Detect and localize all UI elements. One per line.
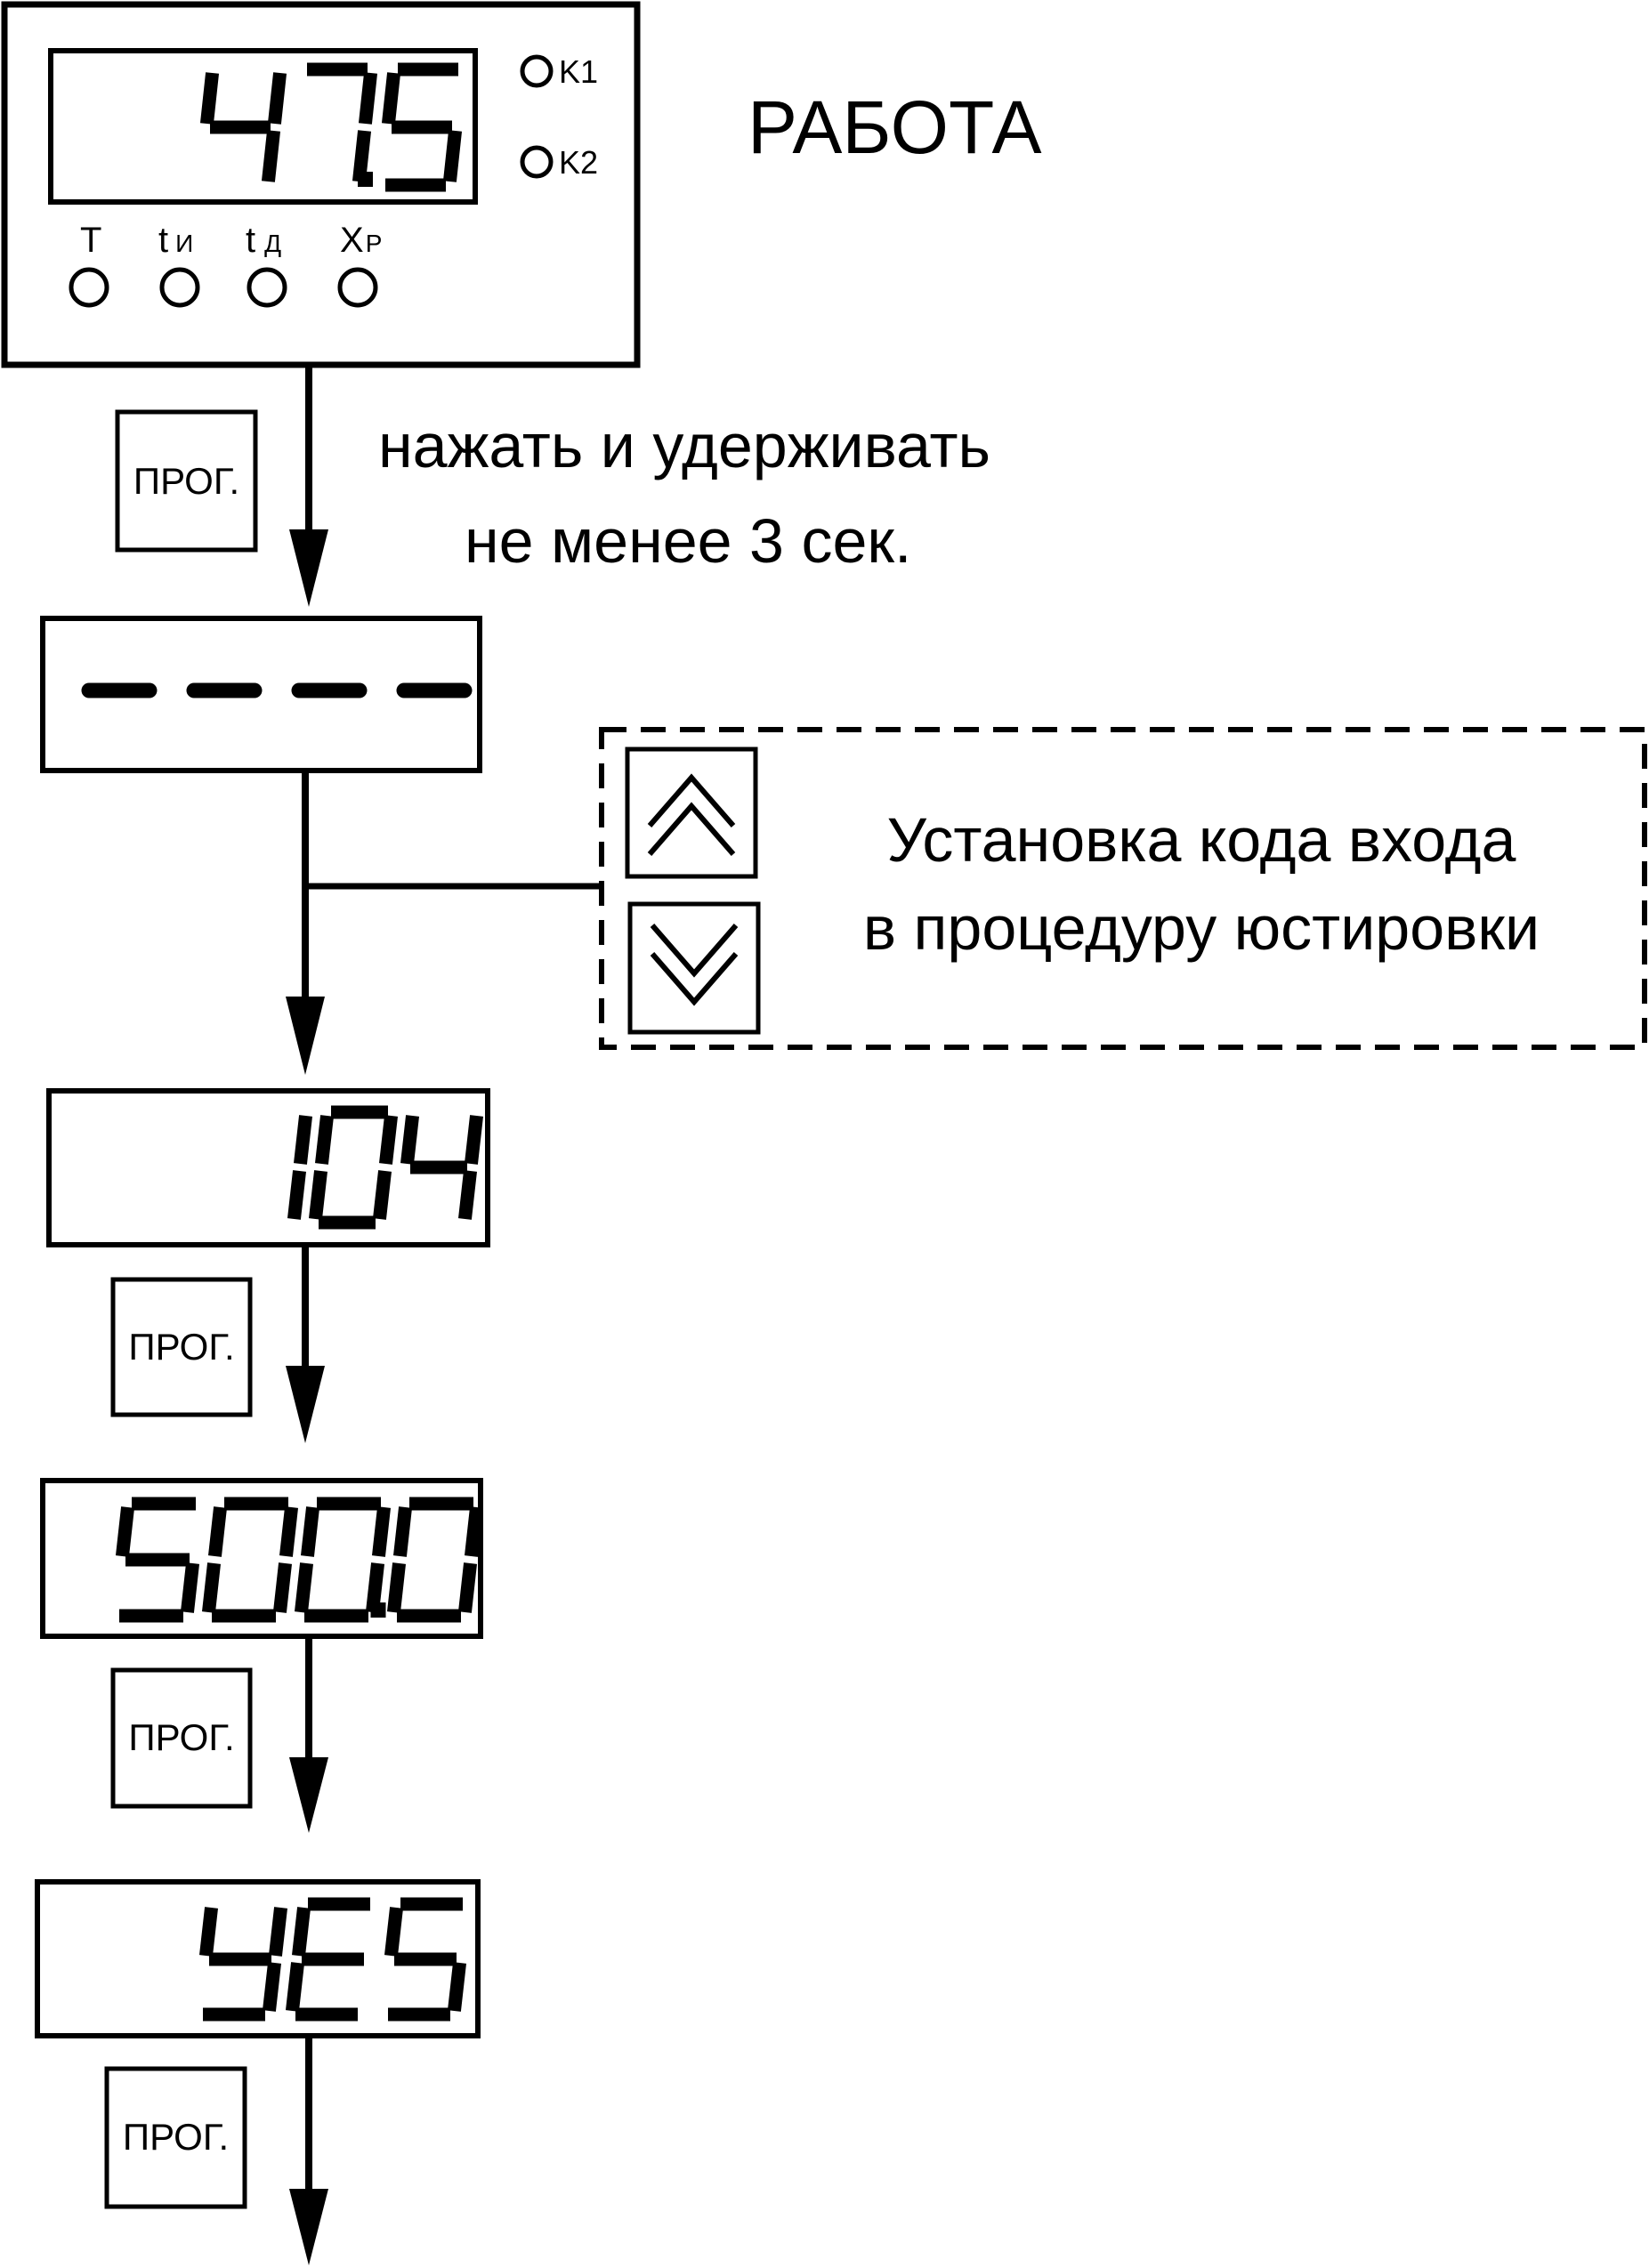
segment-b <box>279 1506 299 1557</box>
segment-c <box>447 1962 467 2012</box>
indicator-xp-led-icon <box>337 267 378 308</box>
led-k1-label: K1 <box>559 53 598 90</box>
indicator-t: T <box>69 221 109 308</box>
hold-instruction-line2: не менее 3 сек. <box>465 506 911 576</box>
prog-button-3[interactable]: ПРОГ. <box>110 1667 253 1809</box>
segment-c <box>180 1562 200 1613</box>
segment-b <box>464 1506 484 1557</box>
segment-f <box>198 1907 219 1957</box>
value-display <box>40 1478 484 1639</box>
segment-c <box>262 1962 282 2012</box>
decimal-point <box>358 172 373 187</box>
segment-f <box>392 1506 413 1557</box>
segment-c <box>457 1170 478 1220</box>
led-k2-icon <box>520 145 554 179</box>
segment-c <box>442 130 463 182</box>
segment-b <box>293 1115 313 1165</box>
segment-f <box>400 1115 420 1165</box>
segment-b <box>371 1506 392 1557</box>
main-display <box>48 48 478 205</box>
mode-label: РАБОТА <box>748 85 1042 169</box>
segment-c <box>261 130 281 182</box>
prog-button-2-label: ПРОГ. <box>128 1326 234 1368</box>
flow-arrow-5 <box>289 2036 328 2265</box>
flow-arrow-1 <box>289 365 328 607</box>
segment-e <box>201 1562 222 1613</box>
code-entry-display <box>40 616 482 773</box>
segment-b <box>267 72 287 125</box>
double-chevron-down-icon-2 <box>650 952 739 1006</box>
segment-f <box>314 1115 335 1165</box>
double-chevron-up-icon <box>647 773 736 827</box>
indicator-t-led-icon <box>69 267 109 308</box>
segment-b <box>358 72 378 125</box>
decimal-point <box>370 1602 386 1618</box>
arrowhead-icon <box>286 1366 325 1443</box>
seg-display-code <box>287 1105 484 1230</box>
seg-display-main <box>199 62 463 192</box>
code-setup-box: Установка кода входа в процедуру юстиров… <box>599 727 1647 1050</box>
segment-c <box>287 1170 307 1220</box>
segment-c <box>272 1562 293 1613</box>
code-setup-line2: в процедуру юстировки <box>863 893 1540 963</box>
prog-button-3-label: ПРОГ. <box>128 1716 234 1758</box>
segment-f <box>291 1907 311 1957</box>
seg-display-confirm <box>198 1897 467 2022</box>
flow-arrow-4 <box>289 1636 328 1833</box>
arrowhead-icon <box>286 997 325 1075</box>
indicator-ti-led-icon <box>159 267 200 308</box>
segment-e <box>294 1562 314 1613</box>
arrowhead-icon <box>289 1757 328 1833</box>
down-button[interactable] <box>627 901 761 1035</box>
segment-b <box>268 1907 288 1957</box>
led-k2-label: K2 <box>559 144 598 181</box>
led-k1-icon <box>520 54 554 88</box>
code-value-display <box>46 1088 490 1247</box>
hold-instruction-line1: нажать и удерживать <box>378 411 990 480</box>
prog-button-1[interactable]: ПРОГ. <box>115 409 258 553</box>
segment-f <box>207 1506 228 1557</box>
prog-button-4-label: ПРОГ. <box>123 2116 229 2158</box>
segment-c <box>372 1170 392 1220</box>
flow-arrow-2 <box>286 771 602 1075</box>
confirm-display <box>35 1879 481 2038</box>
arrowhead-icon <box>289 2189 328 2265</box>
seg-display-value <box>115 1497 484 1623</box>
segment-b <box>464 1115 484 1165</box>
indicator-xp: XP <box>337 221 382 308</box>
segment-e <box>308 1170 328 1220</box>
segment-f <box>384 1907 404 1957</box>
segment-e <box>386 1562 407 1613</box>
prog-button-4[interactable]: ПРОГ. <box>104 2066 247 2209</box>
code-setup-line1: Установка кода входа <box>887 805 1516 875</box>
indicator-t-label: T <box>80 221 101 260</box>
indicator-xp-label: XP <box>340 221 382 260</box>
arrowhead-icon <box>289 529 328 607</box>
double-chevron-down-icon <box>650 924 739 978</box>
indicator-td-led-icon <box>247 267 287 308</box>
up-button[interactable] <box>625 747 758 879</box>
prog-button-2[interactable]: ПРОГ. <box>110 1277 253 1417</box>
segment-e <box>285 1962 305 2012</box>
segment-c <box>457 1562 478 1613</box>
segment-f <box>199 72 220 125</box>
segment-f <box>115 1506 135 1557</box>
segment-f <box>300 1506 320 1557</box>
segment-f <box>381 72 401 125</box>
double-chevron-up-icon-2 <box>647 802 736 856</box>
segment-b <box>378 1115 399 1165</box>
flow-arrow-3 <box>286 1245 325 1443</box>
prog-button-1-label: ПРОГ. <box>133 460 239 502</box>
